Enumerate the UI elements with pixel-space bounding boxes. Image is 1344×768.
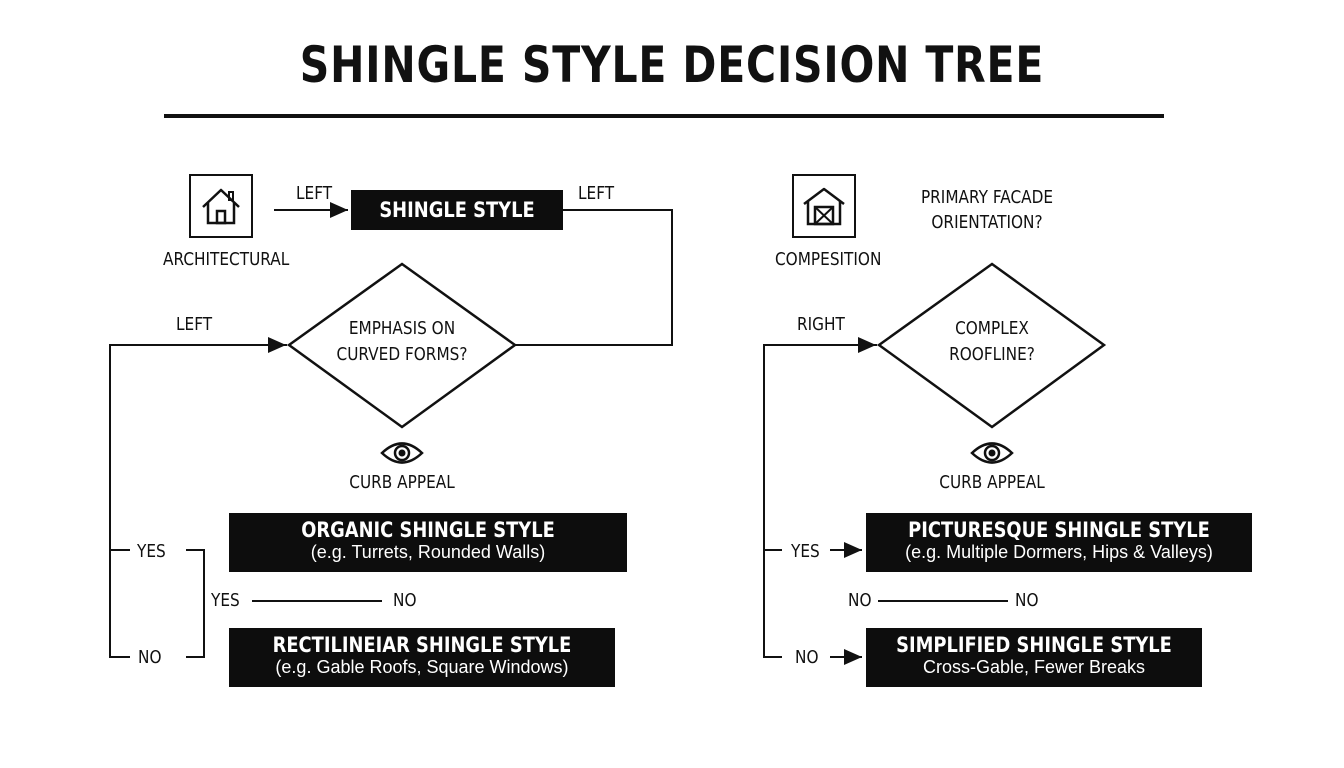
no-label-right: NO — [795, 647, 819, 668]
curb-appeal-label-right: CURB APPEAL — [939, 472, 1045, 493]
curb-appeal-label-left: CURB APPEAL — [349, 472, 455, 493]
eye-icon — [970, 440, 1014, 470]
result-subtitle: (e.g. Multiple Dormers, Hips & Valleys) — [905, 542, 1213, 562]
result-subtitle: Cross-Gable, Fewer Breaks — [922, 657, 1146, 677]
composition-label: COMPESITION — [775, 249, 882, 270]
connector-loop-right — [763, 344, 877, 658]
no-label-left: NO — [138, 647, 162, 668]
result-title: PICTURESQUE SHINGLE STYLE — [908, 518, 1210, 542]
decision-text-left-line1: EMPHASIS ON — [348, 318, 456, 339]
decision-text-right-line2: ROOFLINE? — [949, 344, 1035, 365]
edge-label-loop-right: RIGHT — [797, 314, 845, 335]
mid-no-label-right-1: NO — [848, 590, 872, 611]
mid-no-label-left: NO — [393, 590, 417, 611]
result-title: SIMPLIFIED SHINGLE STYLE — [896, 633, 1172, 657]
barn-icon — [792, 174, 856, 238]
page-title: SHINGLE STYLE DECISION TREE — [299, 36, 1045, 94]
connector-loop-left — [109, 344, 287, 658]
question-line1: PRIMARY FACADE — [920, 187, 1054, 208]
mid-no-label-right-2: NO — [1015, 590, 1039, 611]
question-line2: ORIENTATION? — [931, 212, 1043, 233]
start-node-label: SHINGLE STYLE — [379, 198, 535, 222]
start-node-shingle-style: SHINGLE STYLE — [351, 190, 563, 230]
title-underline — [164, 114, 1164, 118]
architectural-label: ARCHITECTURAL — [163, 249, 290, 270]
result-simplified-shingle-style: SIMPLIFIED SHINGLE STYLE Cross-Gable, Fe… — [866, 628, 1202, 687]
decision-text-right-line1: COMPLEX — [955, 318, 1029, 339]
result-picturesque-shingle-style: PICTURESQUE SHINGLE STYLE (e.g. Multiple… — [866, 513, 1252, 572]
result-title: RECTILINEIAR SHINGLE STYLE — [272, 633, 572, 657]
house-icon — [189, 174, 253, 238]
edge-label-left-1: LEFT — [296, 183, 333, 204]
result-subtitle: (e.g. Gable Roofs, Square Windows) — [275, 657, 569, 677]
decision-diamond-left — [286, 262, 518, 429]
result-title: ORGANIC SHINGLE STYLE — [301, 518, 555, 542]
connector-start-to-decision — [515, 209, 673, 346]
yes-label-right: YES — [791, 541, 820, 562]
result-rectilinear-shingle-style: RECTILINEIAR SHINGLE STYLE (e.g. Gable R… — [229, 628, 615, 687]
yes-label-left: YES — [137, 541, 166, 562]
decision-text-left-line2: CURVED FORMS? — [336, 344, 468, 365]
decision-diamond-right — [876, 262, 1107, 429]
edge-label-loop-left: LEFT — [176, 314, 213, 335]
edge-label-left-2: LEFT — [578, 183, 615, 204]
result-subtitle: (e.g. Turrets, Rounded Walls) — [310, 542, 546, 562]
bracket-left — [186, 549, 205, 658]
eye-icon — [380, 440, 424, 470]
result-organic-shingle-style: ORGANIC SHINGLE STYLE (e.g. Turrets, Rou… — [229, 513, 627, 572]
mid-yes-label-left: YES — [211, 590, 240, 611]
